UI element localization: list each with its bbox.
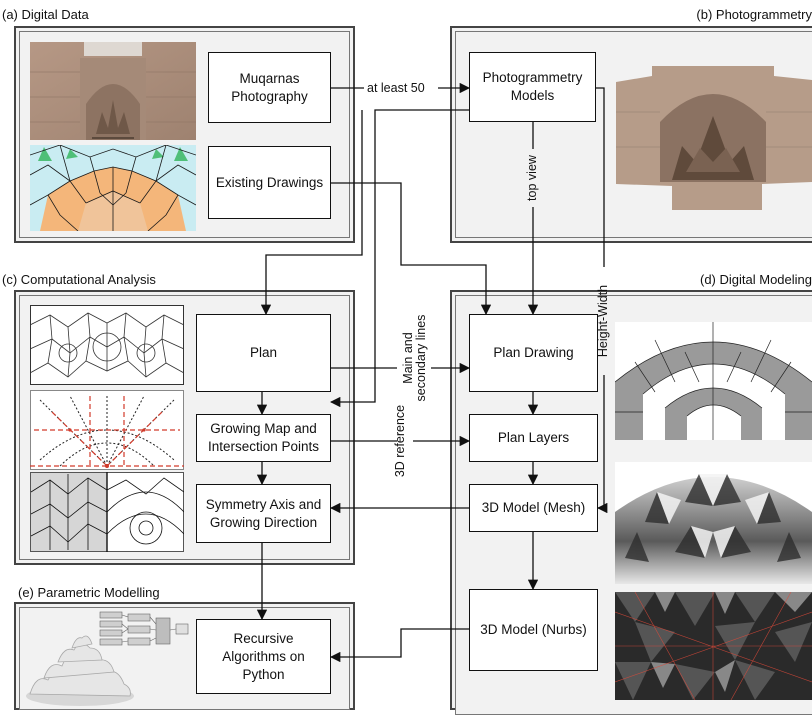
photogrammetry-models-box: Photogrammetry Models	[469, 52, 596, 122]
plan-layers-box: Plan Layers	[469, 414, 598, 462]
growing-map-image	[30, 390, 184, 470]
edge-label-main-secondary-lines: Main and secondary lines	[401, 314, 428, 402]
recursive-algorithms-box: Recursive Algorithms on Python	[196, 619, 331, 694]
symmetry-axis-box: Symmetry Axis and Growing Direction	[196, 484, 331, 543]
panel-title-computational-analysis: (c) Computational Analysis	[2, 272, 156, 287]
plan-box: Plan	[196, 314, 331, 392]
plan-drawing-box: Plan Drawing	[469, 314, 598, 392]
panel-title-photogrammetry: (b) Photogrammetry	[696, 7, 812, 22]
plan-layers-image	[615, 322, 812, 440]
muqarnas-photo-image	[30, 42, 196, 140]
edge-label-at-least-50: at least 50	[367, 81, 425, 95]
existing-drawing-image	[30, 145, 196, 231]
plan-line-drawing-image	[30, 305, 184, 385]
mesh-model-image	[615, 462, 812, 584]
edge-label-height-width: Height-Width	[596, 284, 610, 358]
panel-title-parametric-modelling: (e) Parametric Modelling	[18, 585, 160, 600]
muqarnas-photography-box: Muqarnas Photography	[208, 52, 331, 123]
panel-title-digital-modeling: (d) Digital Modeling	[700, 272, 812, 287]
growing-map-box: Growing Map and Intersection Points	[196, 414, 331, 462]
nurbs-model-image	[615, 592, 812, 700]
nurbs-model-box: 3D Model (Nurbs)	[469, 589, 598, 671]
mesh-model-box: 3D Model (Mesh)	[469, 484, 598, 532]
panel-title-digital-data: (a) Digital Data	[2, 7, 89, 22]
grasshopper-script-image	[96, 610, 192, 656]
symmetry-axis-image	[30, 472, 184, 552]
photogrammetry-model-image	[612, 62, 812, 210]
existing-drawings-box: Existing Drawings	[208, 146, 331, 219]
edge-label-3d-reference: 3D reference	[393, 404, 407, 478]
edge-label-top-view: top view	[525, 155, 539, 201]
